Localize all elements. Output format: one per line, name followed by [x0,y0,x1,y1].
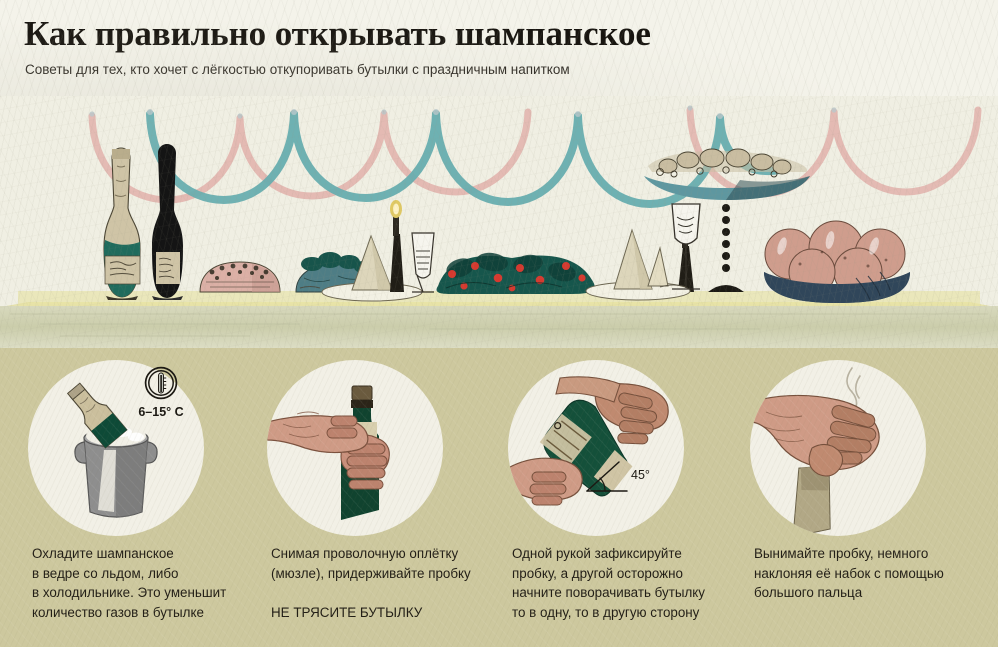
step-twist-bottle-text: Одной рукой зафиксируйте пробку, а друго… [512,546,706,620]
thermometer-icon [144,366,178,400]
champagne-flute [411,232,435,293]
champagne-bottle-tilted [66,382,128,449]
candle-left [390,200,404,292]
left-hand-support [508,457,583,506]
step-circle [750,360,926,536]
holiday-table-illustration [0,96,998,348]
snack-bowl [199,261,281,293]
hand-removing-cork [750,394,880,477]
step-wire-cage-note: НЕ ТРЯСИТЕ БУТЫЛКУ [271,605,423,620]
wine-bottle [152,144,183,300]
step-twist-bottle-illustration [508,360,684,536]
step-wire-cage: Снимая проволочную оплётку (мюзле), прид… [247,348,480,647]
wine-glass [671,203,701,290]
ice-bucket-icon [74,426,158,518]
step-wire-cage-illustration [267,360,443,536]
page-title: Как правильно открывать шампанское [24,14,651,53]
angle-45-icon [586,461,628,492]
step-circle [508,360,684,536]
steps-panel: 6–15° C Охладите шампанское в ведре со л… [0,348,998,647]
step-remove-cork-illustration [750,360,926,536]
angle-label: 45° [631,468,650,482]
champagne-bottle [103,147,141,300]
temperature-label: 6–15° C [138,405,184,419]
step-remove-cork: Вынимайте пробку, немного наклоняя её на… [730,348,963,647]
temperature-badge: 6–15° C [128,366,194,419]
table-edge [0,306,998,348]
step-wire-cage-text: Снимая проволочную оплётку (мюзле), прид… [271,546,471,581]
right-hand-grip [555,376,669,445]
berry-garland [436,252,595,294]
wall-garlands [88,105,982,209]
fruit-stand [644,148,810,292]
table-surface [18,291,980,307]
tilted-bottle [539,399,633,497]
header-band: Как правильно открывать шампанское Совет… [0,0,998,96]
napkin-left [321,234,423,302]
angle-badge: 45° [583,456,650,501]
step-chill-text: Охладите шампанское в ведре со льдом, ли… [32,546,227,620]
thumb-hand [267,411,369,454]
step-chill: 6–15° C Охладите шампанское в ведре со л… [8,348,241,647]
step-remove-cork-text: Вынимайте пробку, немного наклоняя её на… [754,546,944,600]
step-circle [267,360,443,536]
step-twist-bottle: 45° Одной рукой зафиксируйте пробку, а д… [488,348,721,647]
cutlery [299,284,687,289]
fruit-bowl [764,220,910,303]
page-subtitle: Советы для тех, кто хочет с лёгкостью от… [25,62,570,77]
